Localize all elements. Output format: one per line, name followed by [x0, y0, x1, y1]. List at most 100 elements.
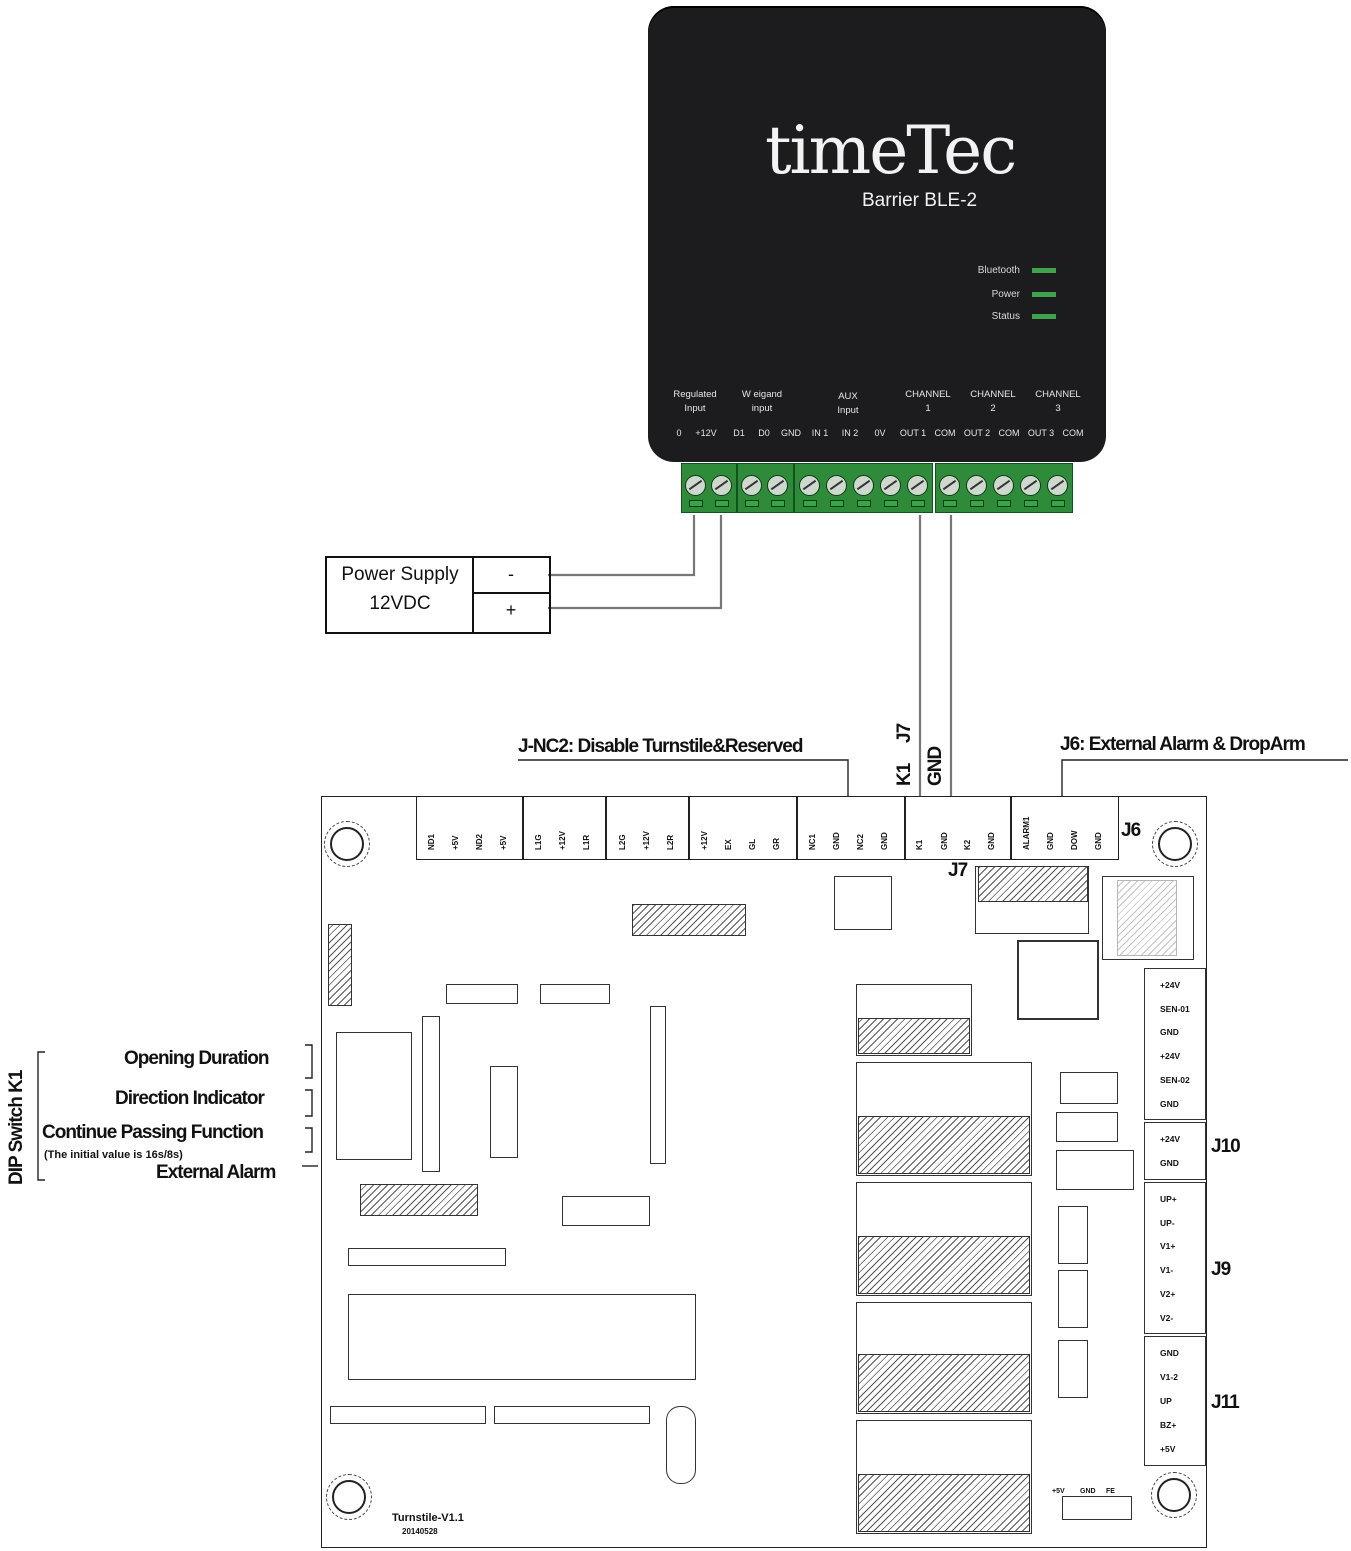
header-pin: ALARM1 — [1022, 816, 1031, 850]
connector-pin: SEN-01 — [1160, 1004, 1190, 1014]
transformer — [1017, 940, 1099, 1020]
led-label-power: Power — [991, 289, 1020, 300]
terminal-label: +12V — [695, 428, 717, 438]
component — [348, 1248, 506, 1266]
header-j6 — [1011, 796, 1119, 860]
bottom-connector — [1062, 1496, 1132, 1520]
header-pin: L2G — [618, 834, 627, 850]
terminal-label: GND — [781, 428, 801, 438]
callout-line-j6 — [1061, 759, 1348, 796]
terminal-slot — [689, 500, 703, 507]
ic-chip — [490, 1066, 518, 1158]
large-ic — [348, 1294, 696, 1380]
header-pin: K1 — [915, 839, 924, 850]
barrier-device-body — [648, 6, 1106, 462]
header-pin: GND — [987, 832, 996, 850]
opening-duration-label: Opening Duration — [124, 1048, 269, 1069]
external-alarm-label: External Alarm — [156, 1162, 276, 1183]
relay-hatch — [858, 1354, 1030, 1412]
terminal-slot — [1051, 500, 1065, 507]
power-led — [1032, 292, 1056, 297]
terminal-label: OUT 3 — [1027, 428, 1055, 438]
header-pin: NC2 — [856, 833, 865, 850]
terminal-slot — [745, 500, 759, 507]
component — [494, 1406, 650, 1424]
connector-pin: GND — [1160, 1027, 1179, 1037]
mounting-hole — [326, 1474, 372, 1520]
callout-line-jnc2 — [518, 759, 849, 796]
terminal-screw — [685, 475, 706, 496]
initial-value-note: (The initial value is 16s/8s) — [44, 1149, 183, 1161]
component — [1058, 1340, 1088, 1398]
terminal-slot — [715, 500, 729, 507]
header-l1 — [523, 796, 606, 860]
component-hatch — [360, 1184, 478, 1216]
connector-pin: UP+ — [1160, 1194, 1177, 1204]
header-j3 — [416, 796, 523, 860]
component — [330, 1406, 486, 1424]
header-pin: +12V — [642, 831, 651, 850]
terminal-slot — [803, 500, 817, 507]
component-hatch — [328, 924, 352, 1006]
brand-logo: timeTec — [765, 112, 1017, 189]
terminal-label: 0V — [874, 428, 886, 438]
dc-socket — [1102, 876, 1194, 960]
terminal-label: IN 2 — [841, 428, 859, 438]
component-hatch — [632, 904, 746, 936]
component — [1056, 1112, 1118, 1142]
header-pin: +12V — [700, 831, 709, 850]
bluetooth-led — [1032, 268, 1056, 273]
crystal — [666, 1406, 696, 1484]
component — [1058, 1270, 1088, 1328]
bottom-pin: GND — [1080, 1488, 1096, 1495]
j10-connector-label: J10 — [1211, 1136, 1241, 1157]
terminal-slot — [943, 500, 957, 507]
terminal-label: 0 — [676, 428, 682, 438]
terminal-screw — [993, 475, 1014, 496]
direction-indicator-label: Direction Indicator — [115, 1088, 265, 1109]
power-supply-divider — [472, 592, 549, 594]
dc-socket-hatch — [1117, 880, 1177, 956]
terminal-screw — [907, 475, 928, 496]
terminal-screw — [939, 475, 960, 496]
header-pin: ND1 — [427, 833, 436, 850]
terminal-screw — [826, 475, 847, 496]
j10-connector — [1144, 1122, 1206, 1180]
header-pin: GND — [940, 832, 949, 850]
header-pin: L2R — [666, 834, 675, 850]
connector-pin: V2- — [1160, 1313, 1174, 1323]
relay-hatch — [858, 1236, 1030, 1294]
mounting-hole — [1152, 821, 1198, 867]
relay-hatch — [858, 1474, 1030, 1532]
wire-positive — [548, 515, 723, 610]
terminal-slot — [911, 500, 925, 507]
terminal-label: OUT 2 — [963, 428, 991, 438]
terminal-screw — [799, 475, 820, 496]
dip-switch-title: DIP Switch K1 — [6, 1070, 27, 1185]
led-label-status: Status — [991, 311, 1020, 322]
j9-connector-label: J9 — [1211, 1259, 1231, 1280]
header-pin: GND — [880, 832, 889, 850]
component — [1060, 1072, 1118, 1104]
terminal-screw — [741, 475, 762, 496]
header-pin: GR — [772, 838, 781, 850]
header-gl — [689, 796, 797, 860]
terminal-label: COM — [934, 428, 956, 438]
relay-hatch — [978, 866, 1088, 902]
terminal-screw — [711, 475, 732, 496]
dip-tick-3 — [305, 1127, 313, 1153]
connector-pin: +24V — [1160, 980, 1181, 990]
terminal-label: COM — [1062, 428, 1084, 438]
sensor-connector — [1144, 968, 1206, 1120]
power-supply-box — [325, 556, 551, 634]
connector-pin: +24V — [1160, 1051, 1181, 1061]
component — [1056, 1150, 1134, 1190]
terminal-screw — [1047, 475, 1068, 496]
connector-pin: V1- — [1160, 1265, 1174, 1275]
